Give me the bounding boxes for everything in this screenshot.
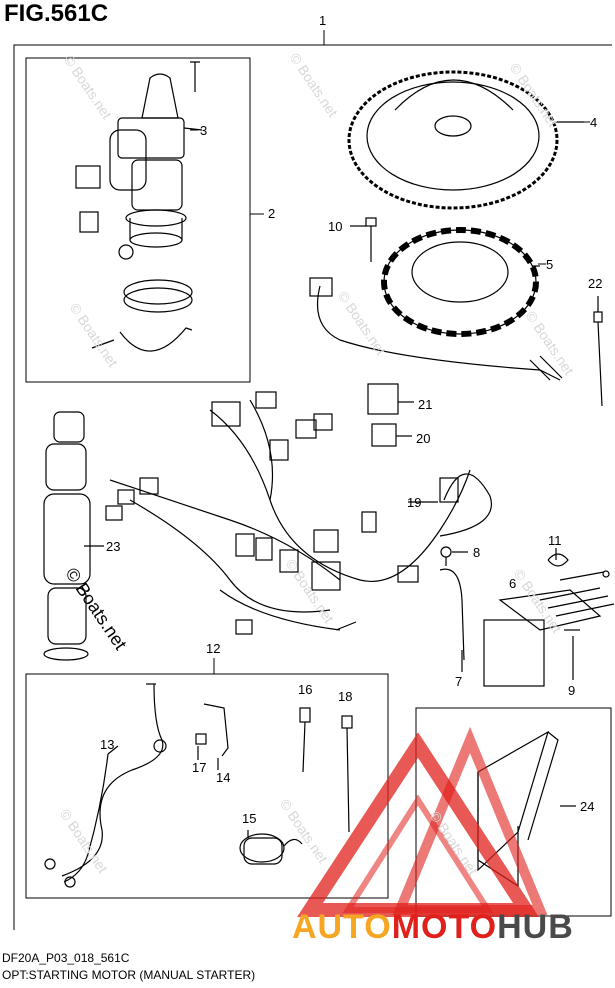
callout-21[interactable]: 21 <box>418 397 433 412</box>
stator <box>309 227 563 381</box>
callout-1[interactable]: 1 <box>319 13 327 28</box>
callout-8[interactable]: 8 <box>473 545 481 560</box>
brand-logo-text: AUTOMOTOHUB <box>292 908 574 947</box>
callout-14[interactable]: 14 <box>216 770 231 785</box>
callout-16[interactable]: 16 <box>298 682 313 697</box>
figure-title: FIG.561C <box>4 0 109 27</box>
callout-7[interactable]: 7 <box>455 674 463 689</box>
cable-tie-22 <box>593 296 603 407</box>
starter-parts-lower <box>91 244 193 352</box>
callout-13[interactable]: 13 <box>100 737 115 752</box>
relays <box>367 383 414 447</box>
starter-motor <box>75 61 203 248</box>
callout-22[interactable]: 22 <box>588 276 603 291</box>
callout-18[interactable]: 18 <box>338 689 353 704</box>
callout-4[interactable]: 4 <box>590 115 598 130</box>
callout-10[interactable]: 10 <box>328 219 343 234</box>
figure-description: OPT:STARTING MOTOR (MANUAL STARTER) <box>2 968 256 982</box>
brand-logo-mark <box>297 726 548 917</box>
callout-15[interactable]: 15 <box>242 811 257 826</box>
callout-9[interactable]: 9 <box>568 683 576 698</box>
callout-12[interactable]: 12 <box>206 641 221 656</box>
brand-auto: AUTO <box>292 908 392 946</box>
group-12-parts <box>44 683 353 888</box>
coil-23 <box>43 411 104 661</box>
brand-hub: HUB <box>497 908 574 946</box>
assembly-bracket-1 <box>13 44 612 930</box>
callout-20[interactable]: 20 <box>416 431 431 446</box>
callout-5[interactable]: 5 <box>546 257 554 272</box>
callout-11[interactable]: 11 <box>548 533 562 548</box>
callout-2[interactable]: 2 <box>268 206 276 221</box>
wiring-harness <box>105 391 492 635</box>
callout-19[interactable]: 19 <box>407 495 422 510</box>
callout-3[interactable]: 3 <box>200 123 208 138</box>
callout-23[interactable]: 23 <box>106 539 121 554</box>
callout-17[interactable]: 17 <box>192 760 207 775</box>
bolt-10 <box>350 217 377 262</box>
leader-lines <box>98 121 590 674</box>
flywheel <box>347 70 584 210</box>
callout-24[interactable]: 24 <box>580 799 595 814</box>
rectifier-regulator <box>439 546 615 687</box>
figure-code: DF20A_P03_018_561C <box>2 951 130 965</box>
brand-moto: MOTO <box>391 908 498 946</box>
callout-6[interactable]: 6 <box>509 576 517 591</box>
group-box-2 <box>25 57 251 383</box>
